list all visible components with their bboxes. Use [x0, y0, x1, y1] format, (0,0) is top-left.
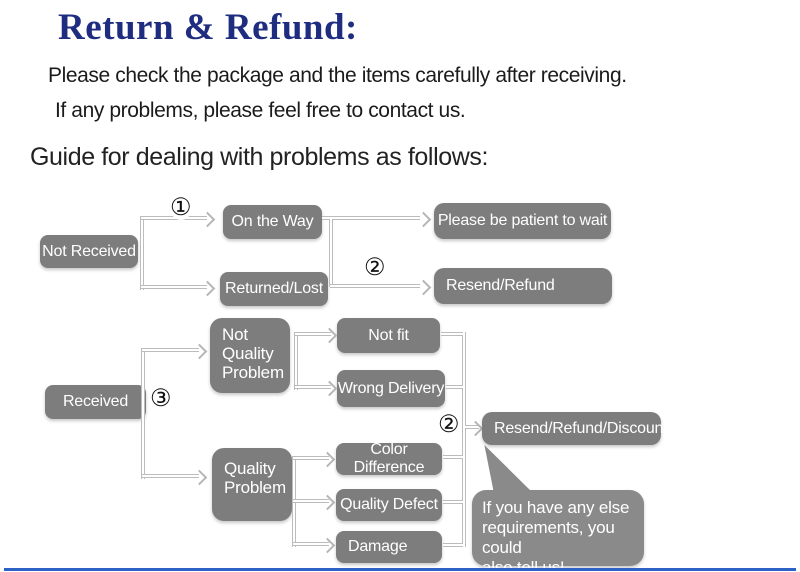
node-wrong-delivery: Wrong Delivery [337, 370, 445, 407]
arrow-head-icon [415, 211, 432, 228]
flow-line [295, 385, 331, 389]
arrow-head-icon [199, 280, 216, 297]
node-not-received: Not Received [40, 235, 138, 268]
arrow-head-icon [321, 327, 338, 344]
node-received: Received [45, 385, 146, 419]
arrow-head-icon [319, 494, 336, 511]
step-circle-3: ③ [150, 385, 172, 412]
arrow-head-icon [319, 451, 336, 468]
node-resend-refund-discount: Resend/Refund/Discount [482, 412, 668, 445]
flow-line [293, 456, 329, 460]
arrow-head-icon [191, 469, 208, 486]
flow-line [141, 285, 207, 289]
guide-heading: Guide for dealing with problems as follo… [30, 143, 489, 171]
flow-line [330, 284, 420, 288]
node-on-the-way: On the Way [223, 205, 322, 239]
speech-bubble: If you have any else requirements, you c… [472, 490, 644, 572]
node-damage: Damage [336, 531, 442, 563]
flow-line [443, 543, 463, 547]
node-not-quality-problem: Not Quality Problem [210, 318, 290, 393]
speech-bubble-tail [484, 445, 535, 495]
flow-line [293, 499, 329, 503]
arrow-head-icon [319, 537, 336, 554]
node-quality-defect: Quality Defect [336, 489, 442, 521]
speech-bubble-line: requirements, you could [482, 518, 615, 558]
flow-line [329, 219, 333, 287]
arrow-head-icon [467, 420, 484, 437]
speech-bubble-line: If you have any else [482, 498, 630, 517]
flow-line [322, 216, 420, 220]
flow-line [443, 500, 463, 504]
flow-line [295, 332, 331, 336]
node-quality-problem: Quality Problem [212, 448, 292, 521]
flow-line [142, 348, 199, 352]
flow-line [294, 332, 298, 390]
flow-line [142, 474, 199, 478]
arrow-head-icon [321, 380, 338, 397]
arrow-head-icon [415, 279, 432, 296]
node-color-difference: Color Difference [336, 441, 442, 476]
node-please-wait: Please be patient to wait [434, 203, 611, 239]
flow-line [446, 385, 463, 389]
flow-line [462, 332, 466, 547]
node-returned-lost: Returned/Lost [220, 272, 328, 306]
bottom-divider [4, 568, 796, 571]
flow-line [141, 348, 145, 479]
flow-line [441, 332, 463, 336]
arrow-head-icon [191, 343, 208, 360]
step-circle-2b: ② [438, 411, 460, 438]
flow-line [140, 216, 144, 290]
step-circle-2a: ② [364, 254, 386, 281]
intro-line-2: If any problems, please feel free to con… [55, 99, 466, 122]
intro-line-1: Please check the package and the items c… [48, 64, 627, 87]
flow-line [443, 455, 463, 459]
step-circle-1: ① [170, 194, 192, 221]
node-resend-refund: Resend/Refund [434, 268, 612, 304]
node-not-fit: Not fit [337, 318, 440, 353]
flow-line [465, 425, 479, 429]
arrow-head-icon [199, 211, 216, 228]
flow-line [293, 542, 329, 546]
page-title: Return & Refund: [58, 7, 358, 48]
